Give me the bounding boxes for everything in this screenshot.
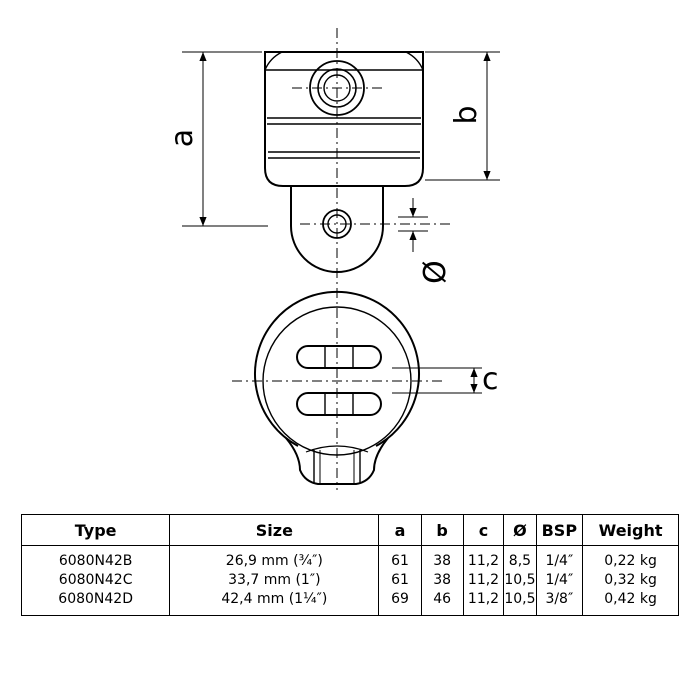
- plan-view: [254, 290, 420, 485]
- header-c: c: [462, 514, 505, 546]
- header-weight: Weight: [582, 514, 679, 546]
- header-type: Type: [20, 514, 171, 546]
- table-header-row: Type Size a b c Ø BSP Weight: [20, 514, 679, 546]
- header-b: b: [420, 514, 464, 546]
- cell-diameter: 8,5: [503, 545, 537, 571]
- cell-size: 26,9 mm (¾″): [169, 545, 380, 571]
- cell-weight: 0,42 kg: [582, 590, 679, 616]
- upper-slot: [296, 345, 382, 369]
- cell-diameter: 10,5: [503, 571, 537, 590]
- table-row: 6080N42B 26,9 mm (¾″) 61 38 11,2 8,5 1/4…: [20, 545, 679, 571]
- specification-table: Type Size a b c Ø BSP Weight 6080N42B 26…: [20, 514, 679, 616]
- dimension-b: [425, 51, 500, 181]
- cell-c: 11,2: [462, 590, 505, 616]
- cell-weight: 0,32 kg: [582, 571, 679, 590]
- cell-diameter: 10,5: [503, 590, 537, 616]
- table-row: 6080N42D 42,4 mm (1¼″) 69 46 11,2 10,5 3…: [20, 590, 679, 616]
- cell-bsp: 3/8″: [535, 590, 584, 616]
- lower-slot: [296, 392, 382, 416]
- cell-a: 69: [378, 590, 422, 616]
- cell-type: 6080N42B: [20, 545, 171, 571]
- dimension-a-label: a: [165, 129, 200, 147]
- dimension-c-label: c: [482, 362, 499, 397]
- cell-bsp: 1/4″: [535, 571, 584, 590]
- technical-drawing: a b Ø c: [165, 28, 500, 490]
- cell-bsp: 1/4″: [535, 545, 584, 571]
- cell-b: 46: [420, 590, 464, 616]
- dimension-c: [392, 367, 482, 394]
- dimension-diameter-label: Ø: [418, 260, 453, 284]
- cell-b: 38: [420, 545, 464, 571]
- cell-a: 61: [378, 571, 422, 590]
- cell-c: 11,2: [462, 545, 505, 571]
- dimension-b-label: b: [449, 105, 484, 124]
- header-size: Size: [169, 514, 380, 546]
- cell-size: 33,7 mm (1″): [169, 571, 380, 590]
- centre-lines: [232, 28, 450, 490]
- side-view: [264, 51, 424, 273]
- clamp-body: [264, 51, 424, 187]
- cell-b: 38: [420, 571, 464, 590]
- cell-type: 6080N42D: [20, 590, 171, 616]
- threaded-boss: [285, 437, 389, 485]
- dimension-a: [182, 51, 268, 227]
- cell-type: 6080N42C: [20, 571, 171, 590]
- header-a: a: [378, 514, 422, 546]
- cell-size: 42,4 mm (1¼″): [169, 590, 380, 616]
- cell-a: 61: [378, 545, 422, 571]
- table-row: 6080N42C 33,7 mm (1″) 61 38 11,2 10,5 1/…: [20, 571, 679, 590]
- cell-weight: 0,22 kg: [582, 545, 679, 571]
- dimension-diameter: [398, 198, 428, 252]
- header-bsp: BSP: [535, 514, 584, 546]
- outer-ring: [254, 290, 420, 447]
- header-diameter: Ø: [503, 514, 537, 546]
- cell-c: 11,2: [462, 571, 505, 590]
